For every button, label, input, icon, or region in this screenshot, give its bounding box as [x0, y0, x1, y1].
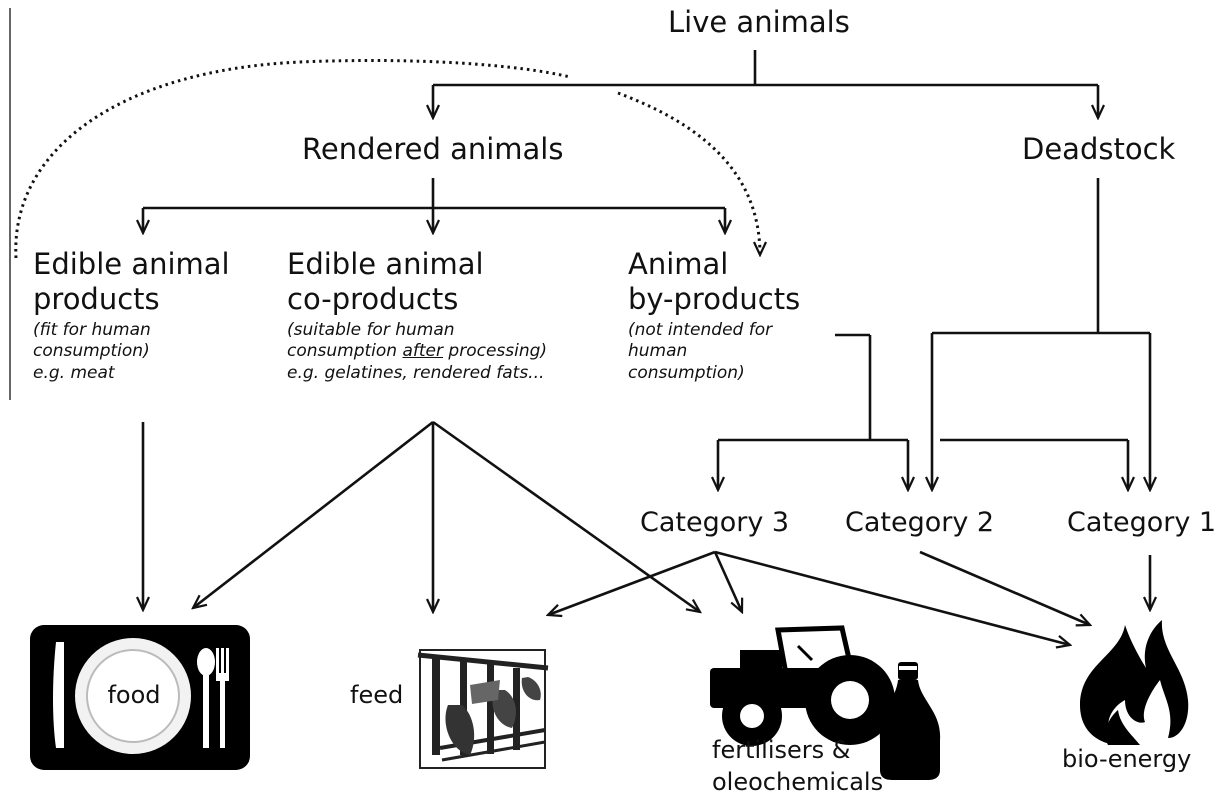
- node-category-1: Category 1: [1067, 507, 1217, 538]
- desc-2-part-b: processing): [443, 341, 548, 362]
- edible-coproducts-desc-2: consumption after processing): [287, 341, 547, 363]
- edible-coproducts-desc-1: (suitable for human: [287, 319, 455, 340]
- output-food-label: food: [107, 681, 161, 709]
- byproducts-title-2: by-products: [628, 281, 801, 316]
- node-category-2: Category 2: [845, 507, 995, 538]
- output-fertilisers-label-2: oleochemicals: [712, 768, 884, 796]
- dotted-reclassification-curve: [14, 59, 571, 259]
- arrow-cat3-to-bioenergy: [714, 550, 1070, 645]
- output-feed-label: feed: [350, 681, 404, 709]
- tractor-icon: [710, 625, 895, 746]
- node-edible-products: Edible animal products (fit for human co…: [33, 247, 230, 385]
- output-bioenergy-label: bio-energy: [1062, 745, 1192, 773]
- oil-bottle-icon: [879, 662, 941, 780]
- edible-coproducts-title-2: co-products: [287, 281, 459, 316]
- arrow-cat2-to-bioenergy: [919, 550, 1090, 625]
- edible-products-desc-1: (fit for human: [33, 319, 151, 340]
- byproducts-desc-3: consumption): [628, 363, 745, 384]
- node-deadstock: Deadstock: [1022, 132, 1176, 166]
- edible-coproducts-example: e.g. gelatines, rendered fats...: [287, 363, 545, 384]
- edible-products-desc-2: consumption): [33, 341, 150, 362]
- flame-icon: [1080, 620, 1189, 745]
- byproducts-title-1: Animal: [628, 247, 729, 281]
- arrow-coproducts-to-fertilisers: [432, 420, 700, 612]
- output-fertilisers-label-1: fertilisers &: [712, 736, 851, 764]
- byproducts-desc-1: (not intended for: [628, 319, 773, 340]
- desc-2-part-a: consumption: [287, 341, 403, 362]
- byproducts-desc-2: human: [628, 341, 688, 362]
- cattle-feed-icon: [417, 649, 549, 769]
- edible-products-title-2: products: [33, 281, 160, 316]
- node-edible-coproducts: Edible animal co-products (suitable for …: [287, 247, 547, 385]
- plate-icon: [30, 625, 250, 770]
- desc-2-underlined: after: [402, 341, 444, 362]
- node-byproducts: Animal by-products (not intended for hum…: [628, 247, 800, 385]
- edible-products-example: e.g. meat: [33, 363, 115, 384]
- edible-coproducts-title-1: Edible animal: [287, 247, 484, 281]
- arrow-coproducts-to-food: [193, 420, 434, 608]
- arrow-cat3-to-feed: [548, 550, 716, 615]
- arrow-cat3-to-fertilisers: [713, 551, 742, 612]
- dotted-reclassification-arrow: [617, 91, 760, 255]
- node-live-animals: Live animals: [668, 5, 850, 39]
- edible-products-title-1: Edible animal: [33, 247, 230, 281]
- node-category-3: Category 3: [640, 507, 790, 538]
- node-rendered-animals: Rendered animals: [302, 132, 564, 166]
